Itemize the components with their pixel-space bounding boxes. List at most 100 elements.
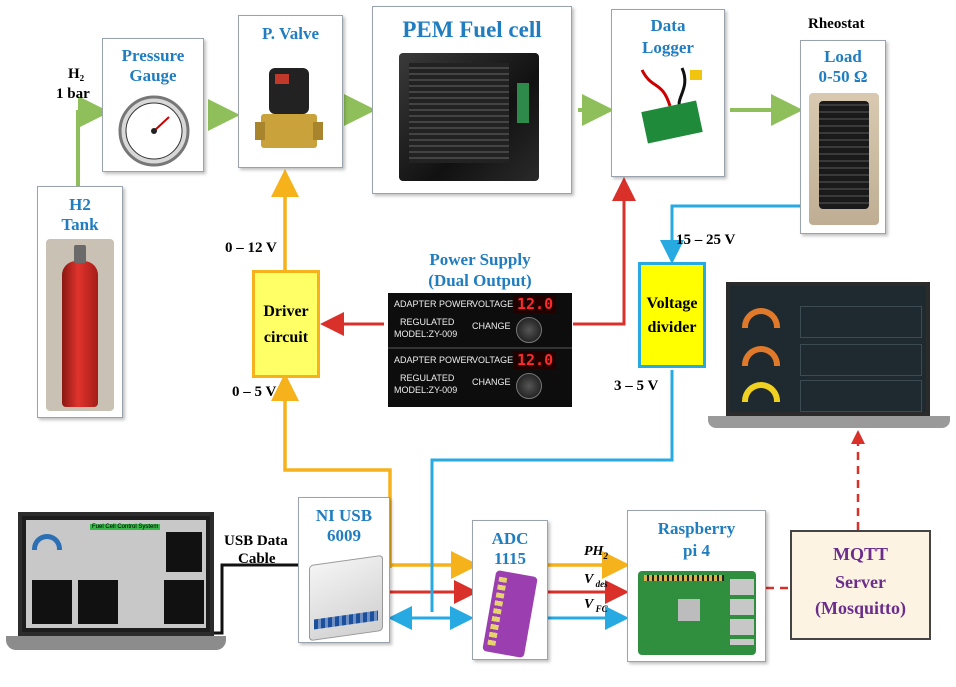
label-0-5v: 0 – 5 V	[232, 384, 277, 400]
mqtt-server-box: MQTT Server (Mosquitto)	[790, 530, 931, 640]
cylinder-valve	[74, 245, 86, 263]
dashboard-screen	[726, 282, 930, 416]
labview-gauge	[32, 534, 62, 550]
driver-circuit-box: Driver circuit	[252, 270, 320, 378]
signal-vfc-label: V FC	[584, 597, 608, 614]
pi-gpio	[644, 575, 724, 581]
ni-terminals	[314, 610, 378, 630]
h2-tank-box: H2 Tank	[37, 186, 123, 418]
control-lines-orange	[271, 169, 630, 579]
vdes-sub: des	[593, 578, 608, 589]
signal-lines-blue	[388, 204, 800, 630]
gauge-image	[118, 95, 190, 167]
dashboard-laptop	[708, 282, 950, 434]
inlet-gas-label: H₂	[68, 66, 85, 82]
tank-title-line1: H2	[69, 195, 91, 214]
pressure-gauge-box: Pressure Gauge	[102, 38, 204, 172]
usb-cable	[214, 563, 298, 635]
psu1-change-label: CHANGE	[472, 321, 511, 331]
labview-graph-1	[166, 532, 202, 572]
mqtt-arrow-head	[851, 430, 865, 444]
inlet-pressure-label: 1 bar	[56, 86, 90, 102]
vfc-sub: FC	[593, 603, 608, 614]
tank-title-line2: Tank	[61, 215, 99, 234]
ni-title-line2: 6009	[327, 526, 361, 545]
gas-lines	[76, 94, 803, 186]
gauge-widget-1	[742, 308, 780, 328]
labview-laptop-base	[6, 636, 226, 650]
adc-title-line1: ADC	[491, 529, 529, 548]
logger-title-line1: Data	[650, 16, 686, 35]
psu1-model1: REGULATED	[400, 317, 455, 327]
cylinder-body	[62, 261, 98, 407]
labview-laptop: Fuel Cell Control System	[6, 512, 226, 660]
psu1-brand: ADAPTER POWER	[394, 299, 474, 309]
psu2-change-label: CHANGE	[472, 377, 511, 387]
data-logger-box: Data Logger	[611, 9, 725, 177]
load-box: Load 0-50 Ω	[800, 40, 886, 234]
adc-board-image	[482, 569, 538, 659]
chart-widget-1	[800, 306, 922, 338]
gas-line-tank-to-gauge	[76, 96, 110, 186]
mqtt-title-line1: MQTT	[832, 544, 888, 564]
solenoid-valve-image	[255, 68, 323, 148]
labview-graph-2	[32, 580, 72, 624]
ni-device-image	[309, 554, 383, 642]
vfc-main: V	[584, 597, 594, 612]
load-to-divider-line	[660, 204, 800, 264]
pi-cpu	[678, 599, 700, 621]
label-3-5v: 3 – 5 V	[614, 378, 659, 394]
ph2-main: PH	[584, 544, 604, 559]
fuel-cell-box: PEM Fuel cell	[372, 6, 572, 194]
adc-title-line2: 1115	[493, 549, 527, 568]
load-title-line2: 0-50 Ω	[818, 67, 868, 86]
driver-title-line1: Driver	[263, 303, 309, 320]
chart-widget-3	[800, 380, 922, 412]
p-valve-box: P. Valve	[238, 15, 343, 168]
psu-unit-2: ADAPTER POWER VOLTAGE 12.0 REGULATED MOD…	[388, 349, 572, 405]
psu-unit-1: ADAPTER POWER VOLTAGE 12.0 REGULATED MOD…	[388, 293, 572, 349]
gauge-title-line1: Pressure	[121, 46, 185, 65]
logger-title-line2: Logger	[642, 38, 694, 57]
labview-screen: Fuel Cell Control System	[18, 512, 214, 636]
gas-cylinder-image	[46, 239, 114, 411]
ni-title-line1: NI USB	[315, 506, 373, 525]
divider-to-ni-line	[430, 370, 674, 612]
gauge-widget-2	[742, 346, 780, 366]
psu-title-line1: Power Supply	[429, 250, 531, 269]
label-15-25v: 15 – 25 V	[676, 232, 736, 248]
dashboard-laptop-base	[708, 416, 950, 428]
labview-graph-4	[164, 580, 204, 624]
voltage-divider-box: Voltage divider	[638, 262, 706, 368]
ph2-sub: 2	[603, 550, 608, 561]
label-usb-line1: USB Data	[224, 533, 288, 549]
psu2-brand: ADAPTER POWER	[394, 355, 474, 365]
labview-panel: Fuel Cell Control System	[26, 520, 206, 628]
stack-grille	[409, 63, 509, 163]
valve-title: P. Valve	[261, 24, 319, 43]
divider-title-line1: Voltage	[646, 295, 698, 312]
psu2-model1: REGULATED	[400, 373, 455, 383]
rheostat-image	[809, 93, 879, 225]
stack-connector	[517, 83, 529, 123]
signal-ph2-label: PH2	[584, 544, 608, 561]
psu2-voltage-label: VOLTAGE	[472, 355, 514, 365]
mqtt-lines	[766, 442, 860, 590]
signal-vdes-label: V des	[584, 572, 608, 589]
raspberry-title-line2: pi 4	[683, 541, 710, 560]
labview-graph-3	[78, 580, 118, 624]
raspberry-pi-box: Raspberry pi 4	[627, 510, 766, 662]
psu2-knob[interactable]	[516, 373, 542, 399]
label-0-12v: 0 – 12 V	[225, 240, 277, 256]
logger-board-image	[640, 67, 703, 144]
power-supply-panel: ADAPTER POWER VOLTAGE 12.0 REGULATED MOD…	[388, 293, 572, 407]
chart-widget-2	[800, 344, 922, 376]
ni-usb-box: NI USB 6009	[298, 497, 390, 643]
pi-usb-ports	[730, 579, 754, 645]
vdes-main: V	[584, 572, 594, 587]
rheostat-body	[819, 101, 869, 209]
psu2-model2: MODEL:ZY-009	[394, 385, 458, 395]
ni-to-driver-line	[271, 373, 392, 568]
psu1-knob[interactable]	[516, 317, 542, 343]
divider-title-line2: divider	[647, 319, 697, 336]
